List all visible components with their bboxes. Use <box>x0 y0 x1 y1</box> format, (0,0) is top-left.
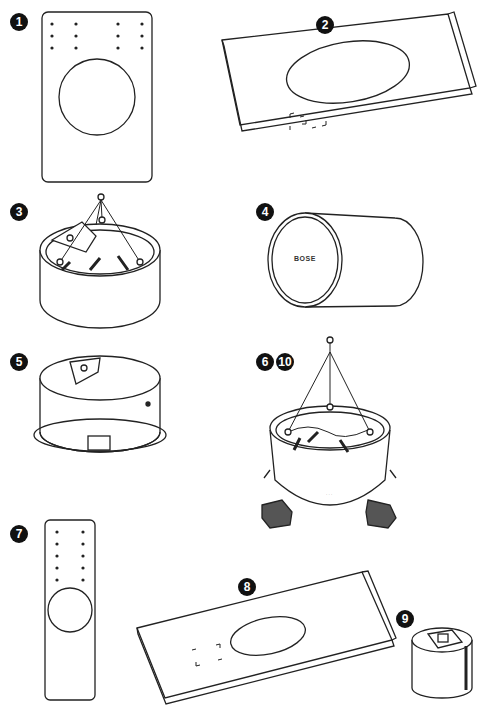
callout-number: 4 <box>256 203 274 221</box>
flanged-backcan <box>34 356 166 452</box>
tile-bridge <box>222 12 476 131</box>
backcan <box>40 194 160 328</box>
narrow-tile-bridge <box>137 571 396 704</box>
svg-text:· · ·: · · · <box>326 492 332 497</box>
callout-number: 1 <box>10 13 28 31</box>
callout-number: 8 <box>238 578 256 596</box>
narrow-plate <box>45 520 95 700</box>
pendant-speaker <box>268 213 423 307</box>
mounting-plate <box>42 12 152 182</box>
brand-logo: BOSE <box>294 255 316 262</box>
callout-number: 5 <box>10 353 28 371</box>
callout-number: 7 <box>10 525 28 543</box>
pendant-assembly: · · · <box>262 337 396 528</box>
callout-number: 2 <box>316 16 334 34</box>
small-module <box>412 628 472 698</box>
callout-number: 6 <box>256 353 274 371</box>
callout-number: 10 <box>276 353 294 371</box>
callout-number: 9 <box>396 610 414 628</box>
callout-number: 3 <box>10 203 28 221</box>
